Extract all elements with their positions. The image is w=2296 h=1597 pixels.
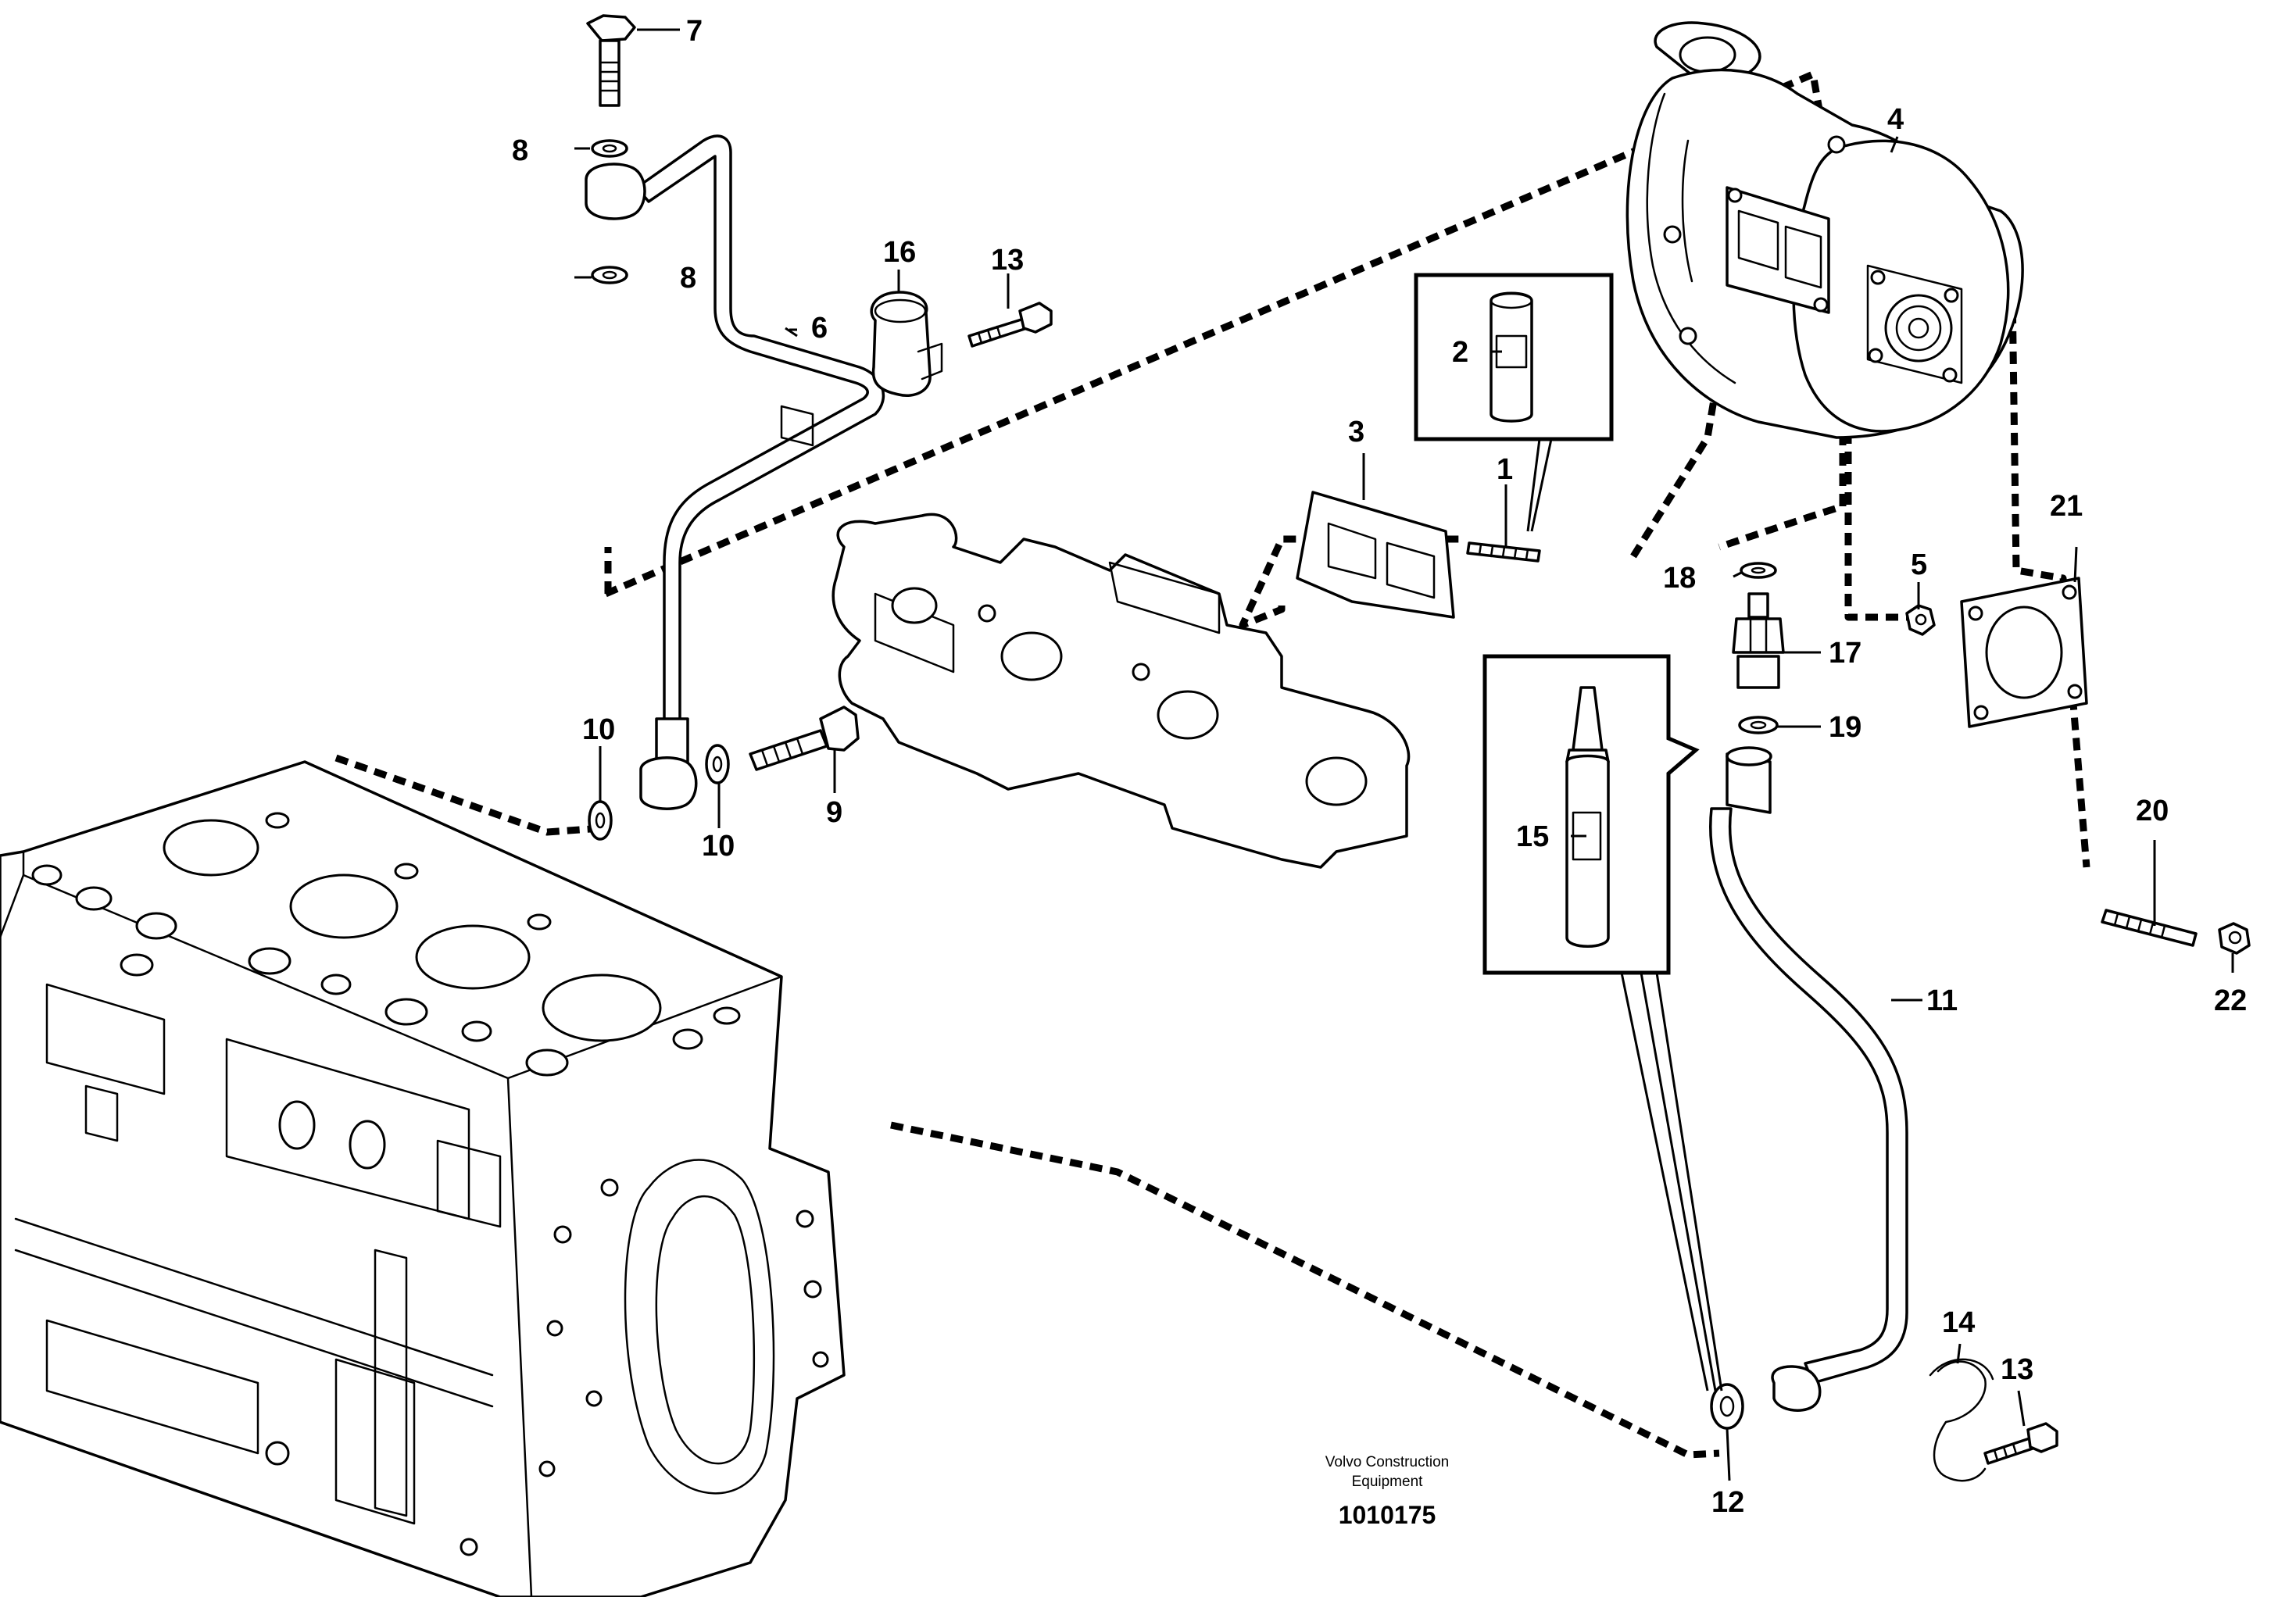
bolt-9 xyxy=(749,706,860,771)
publisher-line-1: Volvo Construction xyxy=(1325,1454,1449,1470)
callout-15: 15 xyxy=(1516,820,1549,853)
washer-19 xyxy=(1738,716,1779,734)
washer-8-lower xyxy=(591,266,628,284)
callout-labels: 7 8 8 6 16 13 2 3 1 4 5 18 17 19 15 11 2… xyxy=(512,15,2247,1519)
inset-sealant-2 xyxy=(1414,273,1614,532)
callout-17: 17 xyxy=(1829,637,1861,670)
hose-clip-14 xyxy=(1929,1358,1994,1482)
oil-return-pipe xyxy=(1709,746,1908,1412)
callout-14: 14 xyxy=(1942,1306,1975,1339)
callout-16: 16 xyxy=(883,236,916,269)
bolt-13-upper xyxy=(967,302,1053,348)
washer-10-right xyxy=(705,744,730,784)
pipe-clamp-16 xyxy=(870,291,943,397)
illustration-number: 1010175 xyxy=(1339,1501,1436,1529)
callout-19: 19 xyxy=(1829,711,1861,744)
nipple-fitting-17 xyxy=(1732,592,1785,689)
turbocharger xyxy=(1625,21,2024,439)
bolt-13-lower xyxy=(1983,1422,2058,1465)
callout-21: 21 xyxy=(2050,490,2083,523)
callout-10-left: 10 xyxy=(582,713,615,746)
callout-6: 6 xyxy=(811,312,828,345)
turbo-flange-gasket xyxy=(1296,491,1455,619)
callout-11: 11 xyxy=(1926,984,1958,1017)
callout-2: 2 xyxy=(1452,336,1468,369)
stud-20 xyxy=(2101,909,2198,947)
callout-3: 3 xyxy=(1348,416,1364,448)
nut-22 xyxy=(2218,922,2251,955)
assembly-dash-lines xyxy=(334,70,2090,1459)
stud-1 xyxy=(1466,541,1541,563)
callout-9: 9 xyxy=(826,796,842,829)
engine-block xyxy=(0,760,846,1597)
callout-10-right: 10 xyxy=(702,830,735,863)
washer-12 xyxy=(1710,1383,1744,1430)
inset-sealant-15 xyxy=(1482,654,1723,1392)
illustration-footer: Volvo Construction Equipment 1010175 xyxy=(1325,1454,1449,1529)
callout-13-lower: 13 xyxy=(2001,1353,2033,1386)
exhaust-manifold xyxy=(831,513,1411,869)
banjo-bolt-7 xyxy=(586,14,636,107)
callout-13-upper: 13 xyxy=(991,244,1024,277)
outlet-gasket xyxy=(1960,577,2088,728)
publisher-line-2: Equipment xyxy=(1352,1474,1424,1490)
callout-22: 22 xyxy=(2214,984,2247,1017)
callout-8-lower: 8 xyxy=(680,262,696,295)
callout-8-upper: 8 xyxy=(512,134,528,167)
washer-18 xyxy=(1740,562,1777,579)
washer-10-left xyxy=(588,800,613,841)
callout-5: 5 xyxy=(1911,548,1927,581)
callout-7: 7 xyxy=(686,15,703,48)
callout-12: 12 xyxy=(1711,1486,1744,1519)
callout-4: 4 xyxy=(1887,103,1904,136)
leader-lines xyxy=(574,28,2234,1481)
nut-5 xyxy=(1905,604,1936,636)
oil-delivery-pipe xyxy=(585,134,885,810)
callout-20: 20 xyxy=(2136,795,2169,827)
washer-8-upper xyxy=(591,139,628,158)
callout-18: 18 xyxy=(1663,562,1696,595)
callout-1: 1 xyxy=(1497,453,1513,486)
